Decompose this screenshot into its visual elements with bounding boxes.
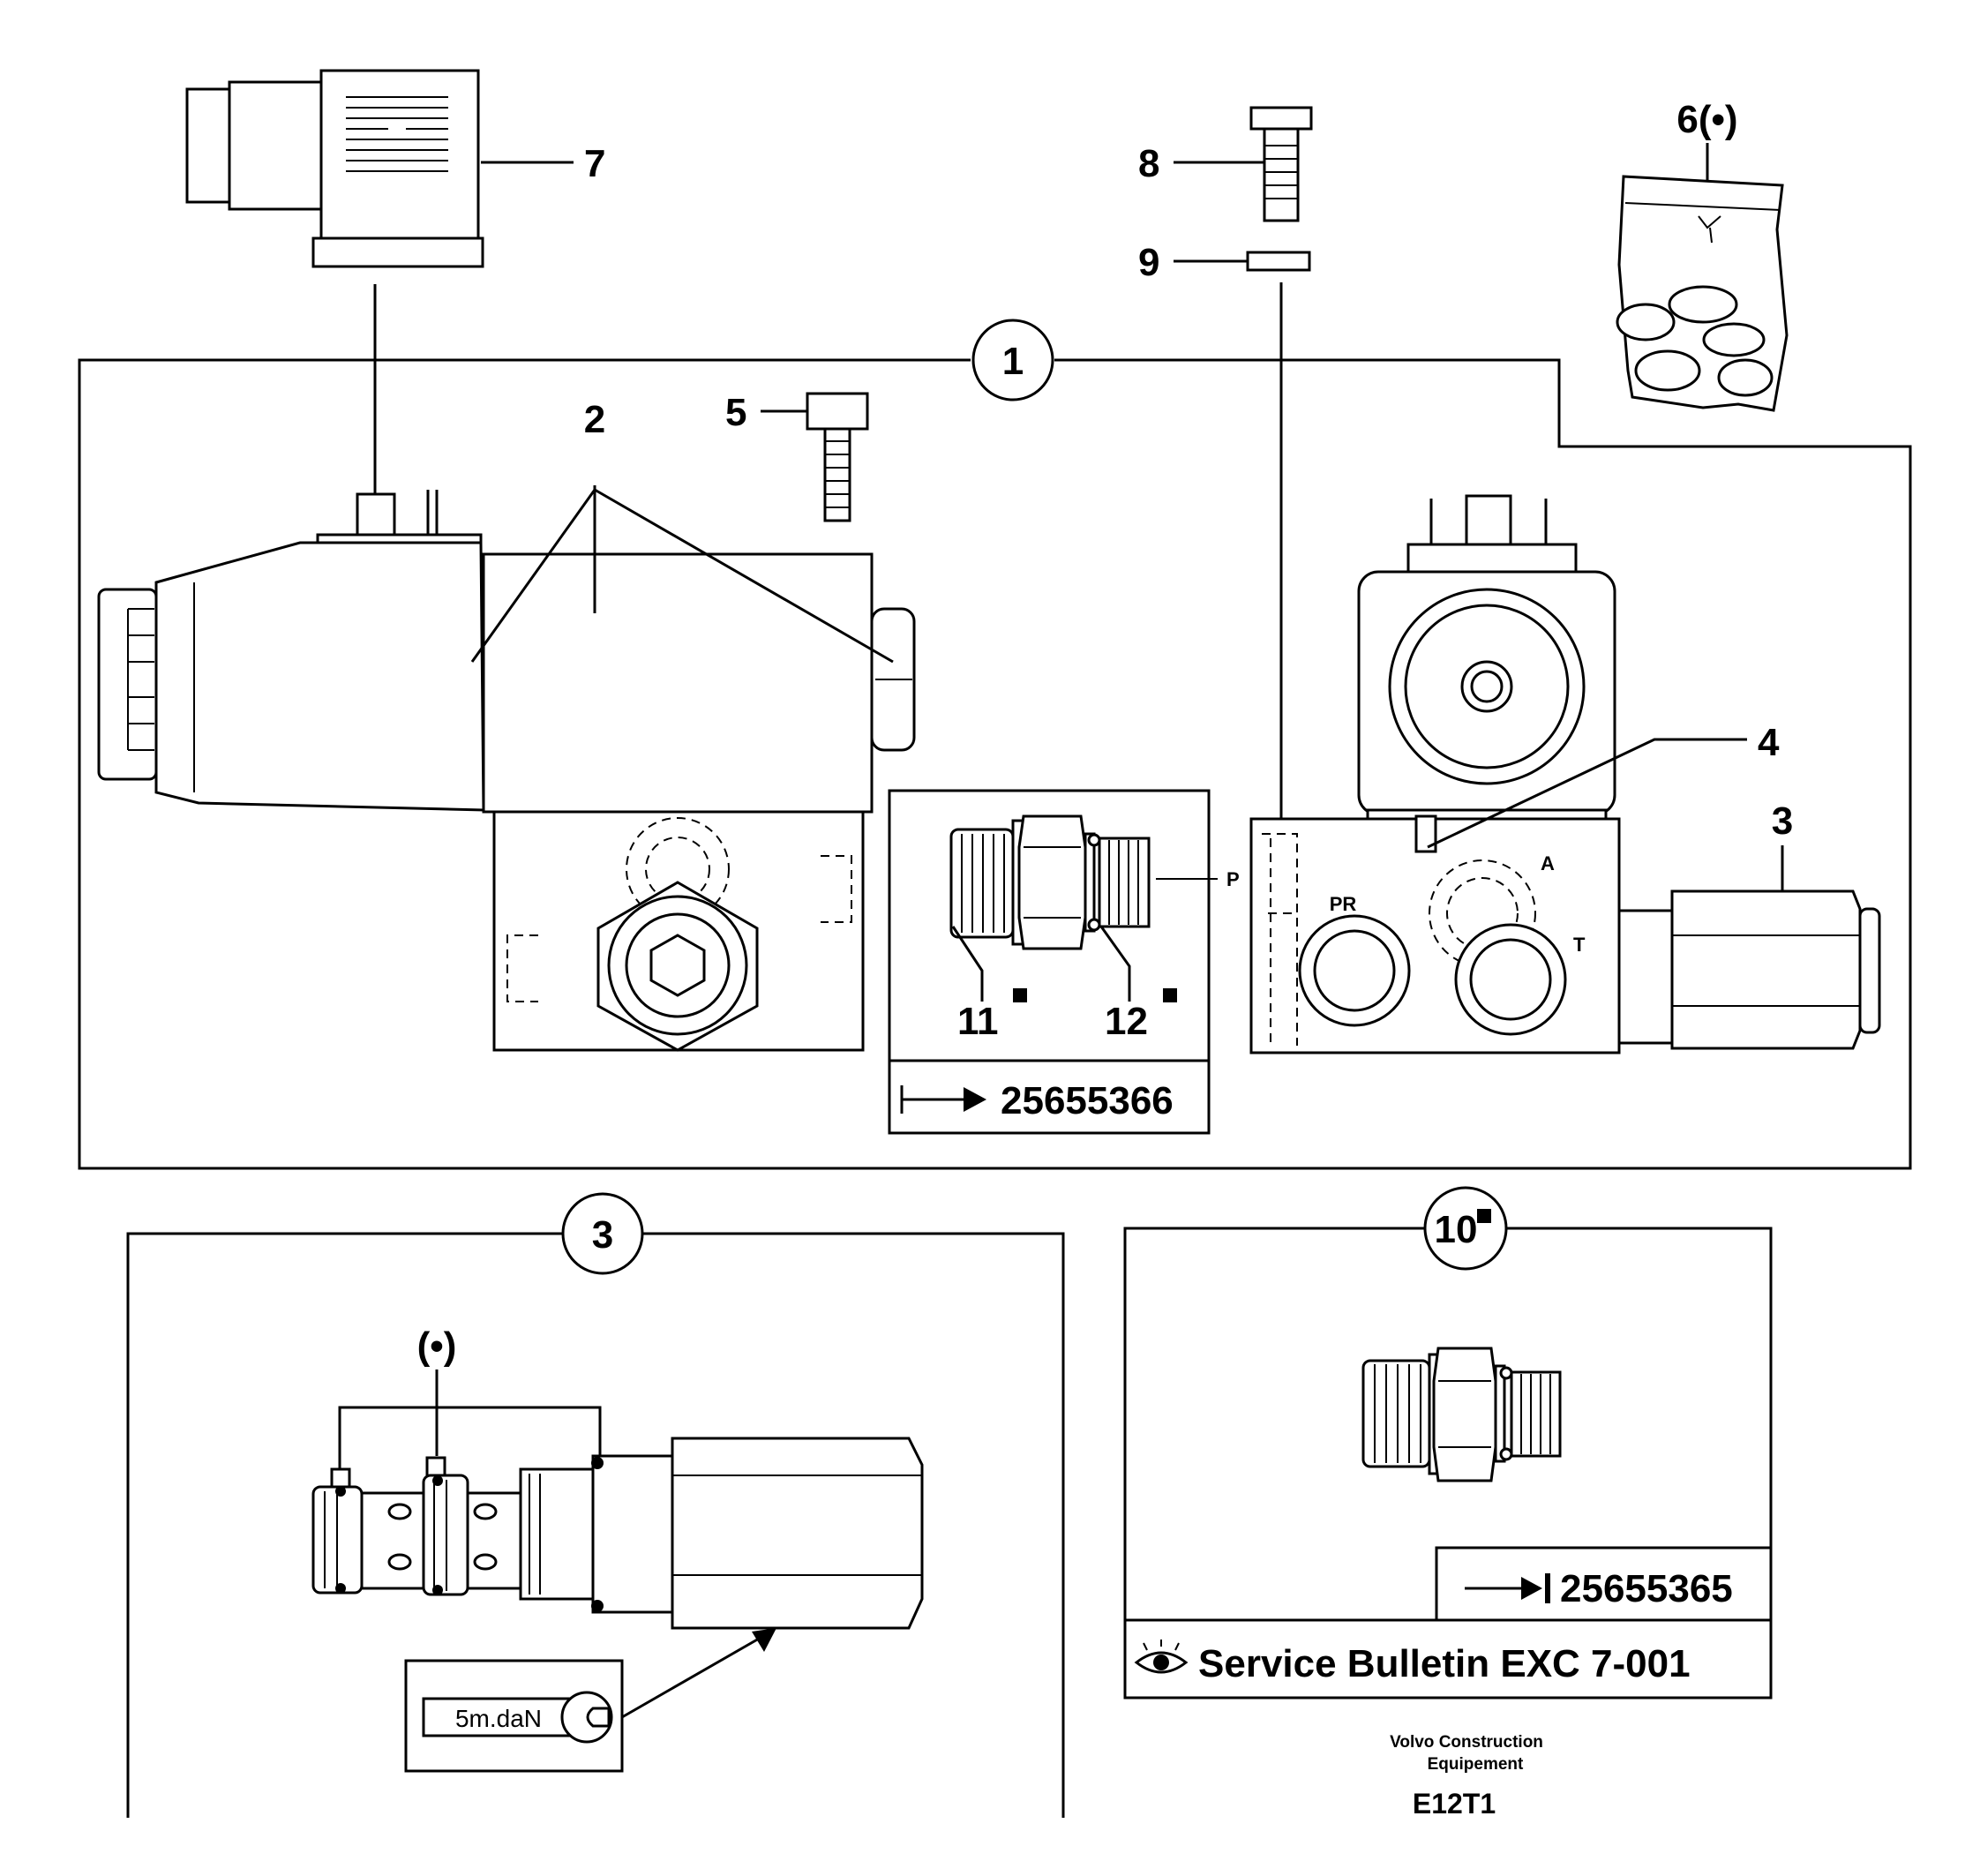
panel-3-frame: 3 (•) 5m.daN (126, 1192, 1065, 1818)
port-label-a: A (1541, 852, 1555, 874)
arrow-right-from-bar-icon (900, 1085, 986, 1114)
callout-7: 7 (584, 142, 605, 185)
callout-5: 5 (725, 391, 746, 434)
company-name-line2: Equipement (1428, 1755, 1524, 1774)
square-marker-icon (1163, 988, 1177, 1002)
callout-4: 4 (1758, 721, 1780, 764)
circle-label-3: 3 (592, 1213, 613, 1257)
service-bulletin: Service Bulletin EXC 7-001 (1198, 1642, 1691, 1685)
eye-icon (1134, 1640, 1189, 1674)
reference-number-2: 25655365 (1560, 1567, 1733, 1610)
panel-10-frame: 10 25655365 (1123, 1186, 1773, 1700)
fitting-detail-box: P 11 12 25655366 (888, 789, 1240, 1135)
valve-assembly-right: PR A T 3 4 (1249, 494, 1881, 1054)
seal-marker-label: (•) (417, 1324, 457, 1368)
callout-2: 2 (584, 398, 605, 441)
circle-label-1: 1 (1002, 340, 1024, 383)
circle-label-10: 10 (1435, 1208, 1478, 1251)
arrow-right-to-bar-icon (1465, 1573, 1550, 1603)
screw-part-5: 5 (725, 391, 869, 522)
torque-value: 5m.daN (455, 1705, 542, 1732)
square-marker-icon (1477, 1209, 1491, 1223)
solenoid-valve-part-2: 2 (97, 398, 916, 1052)
port-label-t: T (1573, 934, 1586, 956)
callout-11: 11 (957, 1000, 999, 1043)
callout-12: 12 (1105, 1000, 1148, 1043)
callout-8: 8 (1138, 142, 1159, 185)
connector-plug-part-7: 7 (185, 69, 605, 494)
square-marker-icon (1013, 988, 1027, 1002)
callout-6: 6(•) (1676, 98, 1737, 141)
bolt-part-8: 8 (1138, 106, 1313, 222)
callout-9: 9 (1138, 241, 1159, 284)
wrench-icon (560, 1691, 613, 1744)
port-label-pr: PR (1330, 893, 1357, 915)
drawing-code: E12T1 (1413, 1788, 1496, 1820)
panel-1-frame: 1 (78, 319, 1912, 1170)
callout-3: 3 (1772, 799, 1793, 843)
reference-number-1: 25655366 (1001, 1079, 1174, 1122)
port-label-p: P (1226, 868, 1240, 890)
company-name-line1: Volvo Construction (1390, 1733, 1543, 1752)
washer-part-9: 9 (1138, 241, 1311, 819)
footer: Volvo Construction Equipement E12T1 (1390, 1733, 1543, 1820)
seal-kit-bag-part-6: 6(•) (1616, 98, 1789, 412)
